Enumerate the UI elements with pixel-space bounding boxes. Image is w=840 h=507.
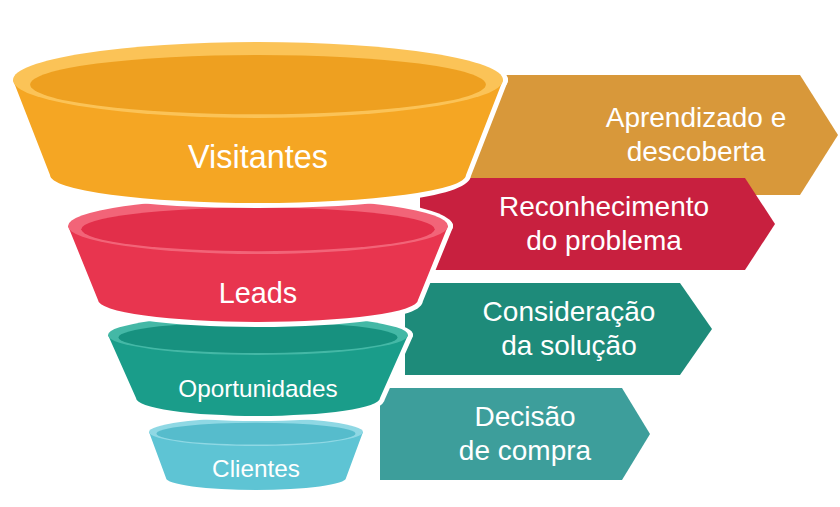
band-rim — [108, 315, 408, 355]
band-shape — [60, 190, 456, 330]
arrow-body — [420, 178, 775, 270]
arrow-body — [405, 283, 712, 375]
band-rim — [13, 42, 503, 118]
stage-label: Consideração da solução — [466, 295, 672, 362]
funnel-label: Clientes — [141, 454, 371, 483]
band-shape — [141, 410, 371, 498]
band-inner — [30, 55, 486, 114]
stage-label: Reconhecimento do problema — [482, 190, 726, 257]
stage-arrow-banner: Decisão de compra — [380, 388, 650, 480]
funnel-label: Oportunidades — [100, 374, 416, 403]
stage-label: Aprendizado e descoberta — [592, 101, 800, 168]
funnel-label: Visitantes — [5, 138, 511, 177]
band-inner — [156, 423, 355, 445]
funnel-band-leads: Leads — [60, 190, 456, 330]
band-shape — [5, 34, 511, 211]
band-inner — [81, 208, 434, 252]
stage-arrow-banner: Consideração da solução — [405, 283, 712, 375]
stage-arrow-banner: Reconhecimento do problema — [420, 178, 775, 270]
arrow-body — [380, 388, 650, 480]
funnel-band-clients: Clientes — [141, 410, 371, 498]
band-rim — [149, 418, 363, 446]
stage-label: Decisão de compra — [456, 400, 594, 467]
band-inner — [119, 322, 398, 353]
funnel-label: Leads — [60, 276, 456, 311]
arrow-body — [430, 75, 838, 195]
funnel-band-visitors: Visitantes — [5, 34, 511, 211]
band-rim — [68, 198, 448, 254]
